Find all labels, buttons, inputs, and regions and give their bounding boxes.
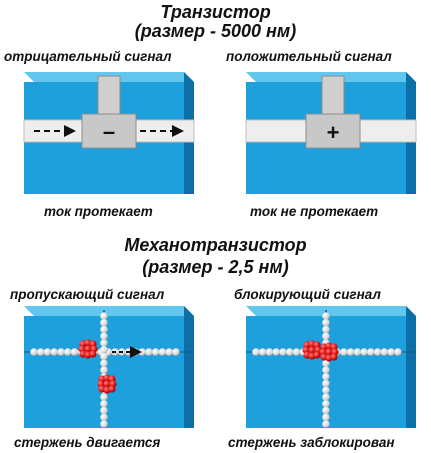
horizontal-rod-atom xyxy=(36,348,45,356)
vertical-rod-atom xyxy=(100,345,108,354)
vertical-rod-atom xyxy=(100,366,108,374)
vertical-rod-atom xyxy=(322,399,330,408)
vertical-rod-atom xyxy=(322,372,330,381)
horizontal-rod-atom xyxy=(272,348,281,356)
transistor-right-cube xyxy=(245,72,417,194)
transistor-title: Транзистор xyxy=(160,2,271,22)
vertical-rod-atom xyxy=(322,318,330,327)
red-blocker-atom xyxy=(325,348,333,356)
vertical-rod-atom xyxy=(322,420,330,428)
horizontal-rod-atom xyxy=(265,348,274,356)
mechanotransistor-size: (размер - 2,5 нм) xyxy=(142,257,289,277)
vertical-rod-atom xyxy=(100,420,108,428)
vertical-rod-atom xyxy=(322,393,330,401)
horizontal-rod-atom xyxy=(57,348,65,356)
horizontal-rod-atom xyxy=(367,348,375,356)
red-blocker-atom xyxy=(89,350,97,358)
vertical-rod-atom xyxy=(100,339,108,347)
transistor-left-cube xyxy=(23,72,195,194)
horizontal-rod-atom xyxy=(360,348,368,356)
red-blocker-atom xyxy=(330,353,338,361)
vertical-rod-atom xyxy=(322,413,330,422)
horizontal-rod-atom xyxy=(279,348,287,356)
vertical-rod-atom xyxy=(322,312,330,320)
vertical-rod-atom xyxy=(100,393,108,401)
transistor-right-signal-label: положительный сигнал xyxy=(226,49,392,64)
vertical-rod-atom xyxy=(322,386,330,395)
vertical-rod-atom xyxy=(100,406,108,415)
horizontal-rod-atom xyxy=(43,348,52,356)
transistor-left-caption: ток протекает xyxy=(44,204,153,219)
horizontal-rod-atom xyxy=(292,348,301,356)
mechano-left-caption: стержень двигается xyxy=(14,435,161,450)
horizontal-rod-atom xyxy=(138,348,146,356)
vertical-rod-atom xyxy=(322,332,330,341)
horizontal-rod-atom xyxy=(158,348,167,356)
horizontal-rod-atom xyxy=(380,348,389,356)
vertical-rod-atom xyxy=(100,399,108,408)
horizontal-rod-atom xyxy=(373,348,382,356)
vertical-rod-atom xyxy=(322,379,330,388)
horizontal-rod-atom xyxy=(252,348,260,356)
transistor-size: (размер - 5000 нм) xyxy=(134,21,297,41)
vertical-rod-atom xyxy=(322,325,330,334)
horizontal-rod-atom xyxy=(64,348,72,356)
horizontal-rod-atom xyxy=(353,348,362,356)
horizontal-rod-atom xyxy=(394,348,402,356)
mechanotransistor-title: Механотранзистор xyxy=(124,235,307,255)
transistor-left-gate-sign: – xyxy=(103,119,115,144)
horizontal-rod-atom xyxy=(258,348,267,356)
vertical-rod-atom xyxy=(100,312,108,320)
horizontal-rod-atom xyxy=(50,348,59,356)
mechano-right-caption: стержень заблокирован xyxy=(228,435,395,450)
vertical-rod-atom xyxy=(100,359,108,368)
horizontal-rod-atom xyxy=(151,348,160,356)
horizontal-rod-atom xyxy=(165,348,174,356)
horizontal-rod-atom xyxy=(172,348,180,356)
red-blocker-atom xyxy=(313,351,321,359)
transistor-right-gate-sign: + xyxy=(327,120,340,145)
horizontal-rod-atom xyxy=(346,348,355,356)
red-blocker-atom xyxy=(103,380,111,388)
red-blocker-atom xyxy=(108,385,116,393)
mechano-right-signal-label: блокирующий сигнал xyxy=(234,287,381,302)
vertical-rod-atom xyxy=(100,332,108,341)
transistor-left-signal-label: отрицательный сигнал xyxy=(4,49,172,64)
red-blocker-atom xyxy=(308,346,316,354)
transistor-right-caption: ток не протекает xyxy=(250,204,379,219)
mechano-right-atom-chains xyxy=(252,312,402,428)
vertical-rod-atom xyxy=(322,366,330,374)
mechano-left-cube xyxy=(24,306,194,428)
mechano-right-cube xyxy=(246,306,416,428)
vertical-rod-atom xyxy=(100,318,108,327)
horizontal-rod-atom xyxy=(340,348,348,356)
horizontal-rod-atom xyxy=(70,348,79,356)
vertical-rod-atom xyxy=(100,352,108,361)
mechano-left-signal-label: пропускающий сигнал xyxy=(10,287,165,302)
horizontal-rod-atom xyxy=(286,348,294,356)
vertical-rod-atom xyxy=(100,325,108,334)
vertical-rod-atom xyxy=(322,406,330,415)
red-blocker-atom xyxy=(84,345,92,353)
horizontal-rod-atom xyxy=(145,348,153,356)
horizontal-rod-atom xyxy=(30,348,38,356)
horizontal-rod-atom xyxy=(387,348,396,356)
mechano-left-atom-chains xyxy=(30,312,180,428)
vertical-rod-atom xyxy=(100,413,108,422)
